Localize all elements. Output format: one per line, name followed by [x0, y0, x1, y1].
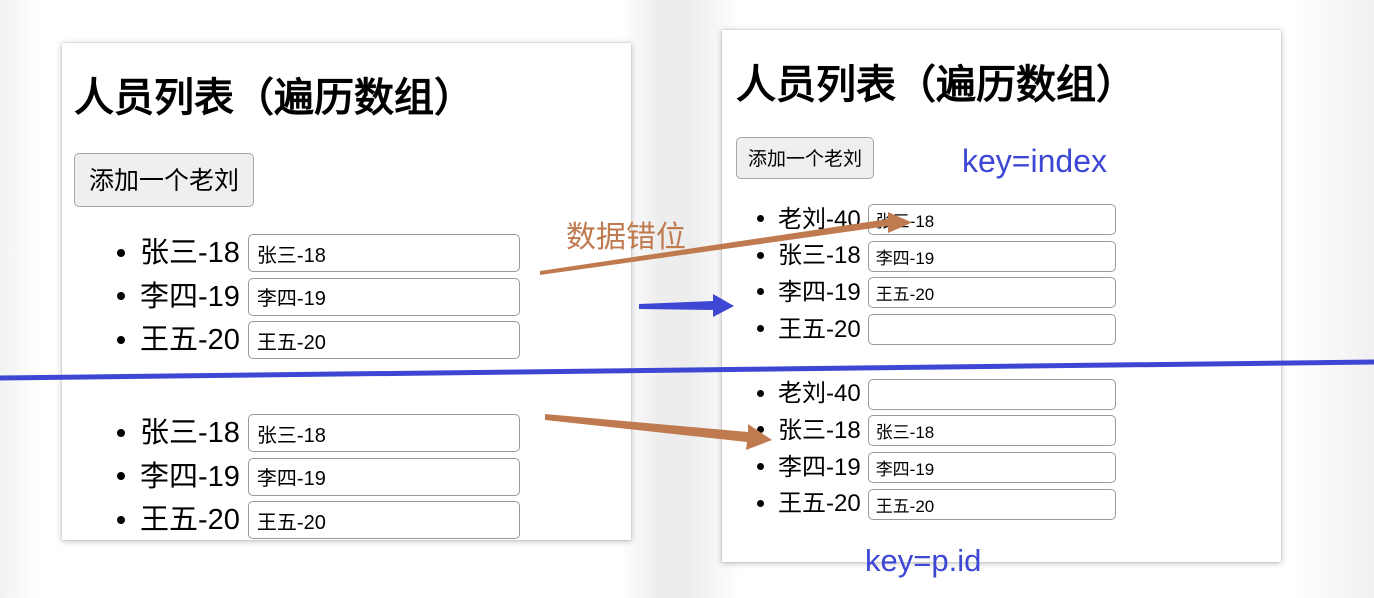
- person-label: 王五-20: [778, 490, 861, 518]
- person-row: 李四-19: [778, 450, 1116, 486]
- list-item: 李四-19: [140, 454, 631, 497]
- blue-arrow-middle-icon: [639, 294, 734, 317]
- person-list-left-top: 张三-18 李四-19 王五-20: [62, 231, 631, 361]
- person-row: 王五-20: [778, 312, 1116, 348]
- person-input[interactable]: [867, 314, 1116, 346]
- person-input[interactable]: [867, 277, 1116, 309]
- person-row: 张三-18: [140, 232, 520, 274]
- person-label: 张三-18: [778, 242, 861, 270]
- list-item: 王五-20: [140, 498, 631, 541]
- list-item: 张三-18: [778, 412, 1281, 449]
- person-label: 王五-20: [140, 504, 240, 537]
- person-label: 张三-18: [778, 416, 861, 444]
- person-list-left-bottom: 张三-18 李四-19 王五-20: [62, 411, 631, 541]
- list-item: 王五-20: [778, 311, 1281, 348]
- person-input[interactable]: [247, 457, 520, 496]
- person-label: 老刘-40: [778, 205, 861, 233]
- person-label: 张三-18: [140, 417, 240, 450]
- page-title: 人员列表（遍历数组）: [74, 76, 474, 120]
- add-laoliu-button[interactable]: 添加一个老刘: [74, 153, 255, 207]
- list-item: 李四-19: [778, 274, 1281, 311]
- person-row: 老刘-40: [778, 202, 1116, 238]
- right-demo-panel: 人员列表（遍历数组） 添加一个老刘 老刘-40 张三-18 李四-19 王五-2…: [722, 30, 1281, 562]
- person-input[interactable]: [247, 234, 520, 273]
- person-label: 李四-19: [140, 280, 240, 313]
- list-item: 王五-20: [140, 318, 631, 361]
- list-item: 张三-18: [778, 238, 1281, 275]
- list-item: 张三-18: [140, 231, 631, 274]
- person-row: 老刘-40: [778, 376, 1116, 412]
- left-demo-panel: 人员列表（遍历数组） 添加一个老刘 张三-18 李四-19 王五-20 张三-1…: [62, 43, 631, 540]
- list-item: 李四-19: [778, 449, 1281, 486]
- list-item: 老刘-40: [778, 201, 1281, 238]
- list-item: 李四-19: [140, 274, 631, 317]
- person-input[interactable]: [247, 501, 520, 540]
- person-label: 李四-19: [778, 453, 861, 481]
- list-item: 老刘-40: [778, 376, 1281, 413]
- person-label: 张三-18: [140, 237, 240, 270]
- person-input[interactable]: [867, 488, 1116, 520]
- list-item: 张三-18: [140, 411, 631, 454]
- person-row: 王五-20: [140, 319, 520, 361]
- person-row: 张三-18: [778, 413, 1116, 449]
- person-input[interactable]: [247, 321, 520, 360]
- person-input[interactable]: [867, 452, 1116, 484]
- page-title: 人员列表（遍历数组）: [736, 63, 1136, 107]
- person-row: 王五-20: [778, 486, 1116, 522]
- add-laoliu-button[interactable]: 添加一个老刘: [736, 137, 875, 179]
- person-input[interactable]: [867, 415, 1116, 447]
- person-label: 李四-19: [778, 278, 861, 306]
- person-row: 李四-19: [778, 275, 1116, 311]
- person-label: 老刘-40: [778, 380, 861, 408]
- person-label: 王五-20: [140, 324, 240, 357]
- person-label: 李四-19: [140, 460, 240, 493]
- person-input[interactable]: [867, 240, 1116, 272]
- person-row: 李四-19: [140, 456, 520, 498]
- person-input[interactable]: [247, 277, 520, 316]
- person-input[interactable]: [867, 378, 1116, 410]
- person-row: 张三-18: [140, 412, 520, 454]
- person-list-key-index: 老刘-40 张三-18 李四-19 王五-20: [722, 201, 1281, 348]
- person-row: 李四-19: [140, 276, 520, 318]
- person-input[interactable]: [247, 414, 520, 453]
- list-item: 王五-20: [778, 486, 1281, 523]
- person-row: 张三-18: [778, 238, 1116, 274]
- person-label: 王五-20: [778, 315, 861, 343]
- person-row: 王五-20: [140, 499, 520, 541]
- person-input[interactable]: [867, 204, 1116, 236]
- person-list-key-pid: 老刘-40 张三-18 李四-19 王五-20: [722, 376, 1281, 523]
